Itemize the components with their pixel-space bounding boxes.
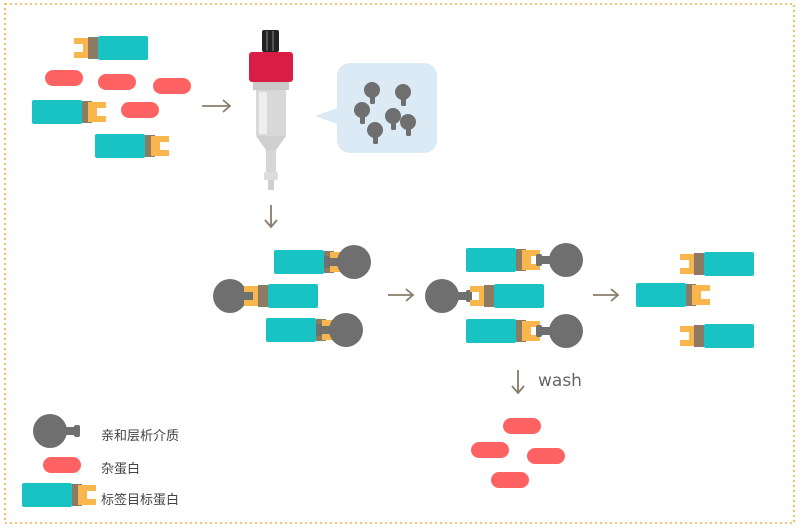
arrow-right xyxy=(202,99,232,113)
legend xyxy=(22,414,96,507)
medium-icon xyxy=(33,414,80,448)
washed-impurities xyxy=(471,418,565,488)
impurity-protein xyxy=(527,448,565,464)
arrow-right xyxy=(593,288,620,302)
affinity-medium xyxy=(425,279,472,313)
wash-arrow xyxy=(511,370,525,395)
medium-bubble xyxy=(315,63,437,153)
impurity-protein-icon xyxy=(43,457,81,473)
impurity-protein xyxy=(121,102,159,118)
legend-label-target: 标签目标蛋白 xyxy=(101,493,180,508)
eluted-stage xyxy=(636,252,754,348)
washed-stage xyxy=(425,243,583,348)
tagged-protein xyxy=(636,283,710,307)
affinity-medium xyxy=(213,279,260,313)
tagged-protein xyxy=(466,248,540,272)
tagged-protein xyxy=(32,100,106,124)
arrow-down xyxy=(264,205,278,229)
affinity-medium xyxy=(316,313,363,347)
tagged-protein xyxy=(466,319,540,343)
legend-label-medium: 亲和层析介质 xyxy=(101,429,180,444)
tagged-protein xyxy=(470,284,544,308)
arrow-right xyxy=(388,288,415,302)
tagged-protein xyxy=(95,134,169,158)
tagged-target-protein-icon xyxy=(22,483,96,507)
impurity-protein xyxy=(471,442,509,458)
impurity-protein xyxy=(153,78,191,94)
tagged-protein xyxy=(244,284,318,308)
tagged-protein xyxy=(680,324,754,348)
initial-mixture xyxy=(32,36,191,158)
wash-label: wash xyxy=(538,371,582,391)
affinity-medium xyxy=(536,314,583,348)
affinity-medium xyxy=(324,245,371,279)
affinity-medium xyxy=(536,243,583,277)
dotted-border xyxy=(4,3,795,524)
impurity-protein xyxy=(503,418,541,434)
bound-stage xyxy=(213,245,371,347)
chromatography-column xyxy=(249,30,293,190)
legend-label-impurity: 杂蛋白 xyxy=(101,462,141,477)
impurity-protein xyxy=(45,70,83,86)
tagged-protein xyxy=(680,252,754,276)
tagged-protein xyxy=(74,36,148,60)
impurity-protein xyxy=(491,472,529,488)
impurity-protein xyxy=(98,74,136,90)
